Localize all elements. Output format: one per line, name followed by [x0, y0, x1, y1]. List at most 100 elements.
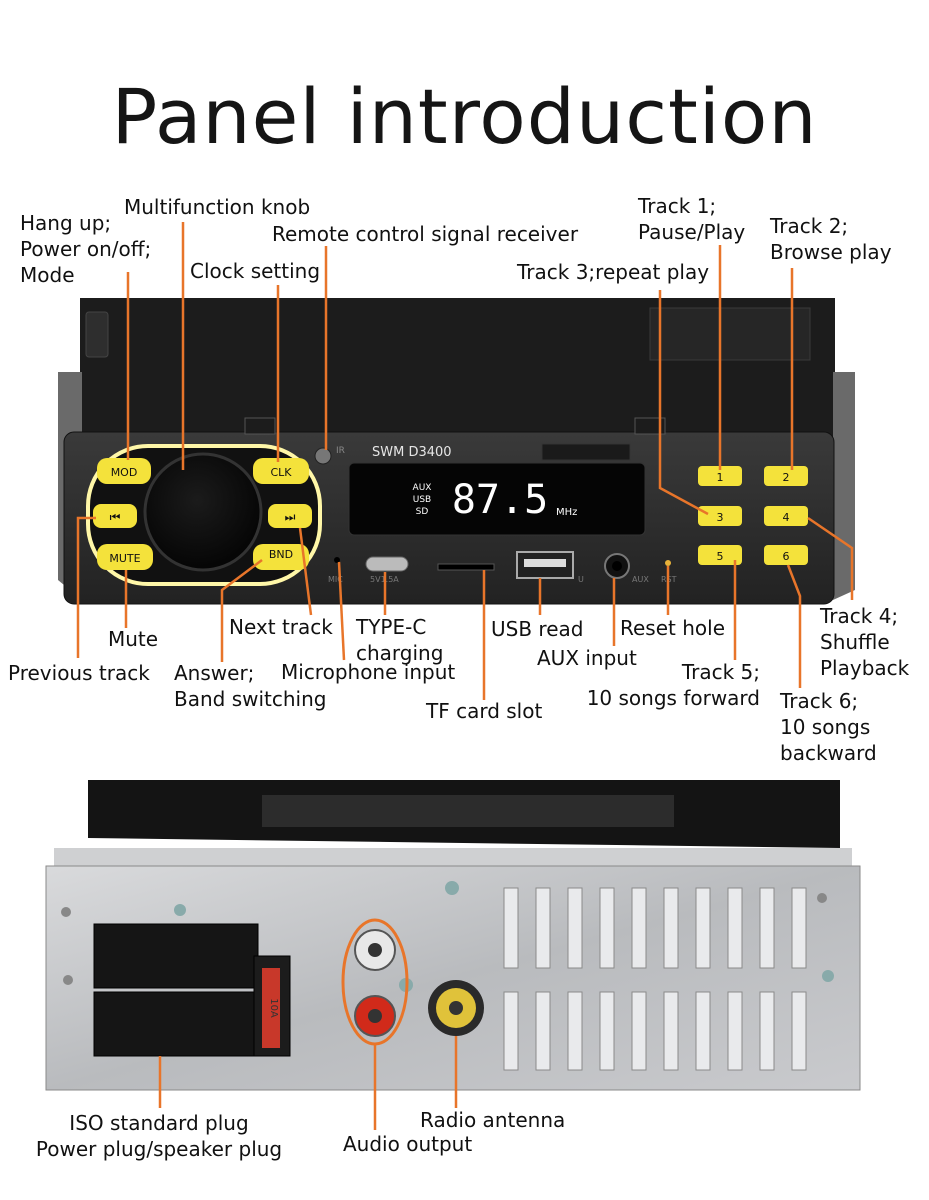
label-track2: Track 2; Browse play: [770, 214, 892, 264]
mute-button-label: MUTE: [109, 552, 140, 565]
leader-mic: [337, 561, 346, 661]
track-6-label: 6: [783, 550, 790, 563]
track-6-button[interactable]: [764, 545, 808, 565]
label-microphone: Microphone input: [281, 660, 456, 684]
leader-next: [298, 527, 313, 616]
iso-connector-bottom: [93, 991, 259, 1057]
label-track6: Track 6; 10 songs backward: [780, 689, 877, 765]
rear-screw-4: [445, 881, 459, 895]
rca-red-hole: [368, 1009, 382, 1023]
usb-port-tongue: [524, 559, 566, 567]
track-5-button[interactable]: [698, 545, 742, 565]
clk-button-label: CLK: [270, 466, 292, 479]
display-unit: MHz: [556, 507, 577, 518]
antenna-hole: [449, 1001, 463, 1015]
track-2-label: 2: [783, 471, 790, 484]
label-usb-read: USB read: [491, 617, 584, 641]
display-frequency: 87.5: [452, 477, 548, 523]
label-clock-setting: Clock setting: [190, 259, 321, 283]
mod-button[interactable]: [97, 458, 151, 484]
front-tray-slot-left: [85, 311, 109, 358]
aux-jack-hole: [612, 561, 622, 571]
bnd-button[interactable]: [253, 544, 309, 570]
label-answer: Answer; Band switching: [174, 661, 327, 711]
lcd-display: [348, 462, 646, 536]
rear-screw-3: [174, 904, 186, 916]
prev-button-icon: ⏮: [110, 510, 121, 524]
page-title: Panel introduction: [111, 72, 818, 161]
display-source-sd: SD: [416, 507, 429, 517]
leader-track4: [807, 516, 854, 600]
rear-screw-7: [817, 893, 827, 903]
typec-port[interactable]: [365, 556, 409, 572]
label-next-track: Next track: [229, 615, 333, 639]
aux-tag: AUX: [632, 575, 649, 584]
front-panel: MOD ⏮ MUTE CLK ⏭ BND IR SWM D3400 AUX US…: [58, 298, 855, 605]
track-2-button[interactable]: [764, 466, 808, 486]
next-button[interactable]: [268, 504, 312, 528]
usb-tag: U: [578, 575, 584, 584]
reset-hole[interactable]: [665, 560, 671, 566]
label-track1: Track 1; Pause/Play: [638, 194, 746, 244]
label-iso-plug: ISO standard plug Power plug/speaker plu…: [35, 1111, 283, 1161]
label-multifunction-knob: Multifunction knob: [124, 195, 311, 219]
multifunction-knob[interactable]: [143, 452, 263, 572]
ir-tag: IR: [336, 446, 345, 456]
label-aux-input: AUX input: [537, 646, 637, 670]
track-5-label: 5: [717, 550, 724, 563]
rear-top-slot: [262, 795, 674, 827]
leader-track3: [658, 290, 709, 516]
front-tray-slot-right: [649, 307, 811, 361]
fuse: [262, 968, 280, 1048]
rear-panel: 10A: [45, 780, 861, 1091]
front-face-clip-right: [634, 417, 666, 435]
mic-hole: [334, 557, 340, 563]
leader-prev: [76, 516, 96, 658]
rear-rim: [54, 848, 852, 866]
leader-track6: [786, 564, 802, 688]
front-leader-lines: [76, 222, 854, 700]
ir-receiver: [314, 447, 332, 465]
front-face-clip-left: [244, 417, 276, 435]
rear-screw-2: [63, 975, 73, 985]
tf-card-slot[interactable]: [437, 563, 495, 571]
mod-button-label: MOD: [111, 466, 138, 479]
iso-connector-top: [93, 923, 259, 989]
rear-leader-lines: [158, 1036, 458, 1130]
rear-vents: [503, 887, 807, 1071]
bnd-button-label: BND: [269, 548, 293, 561]
front-side-right: [833, 372, 855, 600]
label-tf-slot: TF card slot: [426, 699, 543, 723]
panel-slot-strip: [541, 443, 631, 461]
mic-tag: MIC: [328, 575, 343, 584]
clk-button[interactable]: [253, 458, 309, 484]
display-source-usb: USB: [413, 495, 431, 505]
label-track3: Track 3;repeat play: [517, 260, 710, 284]
prev-button[interactable]: [93, 504, 137, 528]
label-reset-hole: Reset hole: [620, 616, 725, 640]
label-hang-up: Hang up; Power on/off; Mode: [20, 211, 152, 287]
label-radio-antenna: Radio antenna: [420, 1108, 566, 1132]
label-remote-receiver: Remote control signal receiver: [272, 222, 579, 246]
track-4-button[interactable]: [764, 506, 808, 526]
leader-answer: [220, 559, 263, 662]
track-1-button[interactable]: [698, 466, 742, 486]
fuse-label: 10A: [268, 998, 279, 1018]
label-audio-output: Audio output: [343, 1132, 473, 1156]
mute-button[interactable]: [97, 544, 153, 570]
model-name: SWM D3400: [372, 445, 452, 460]
rca-white-hole: [368, 943, 382, 957]
track-3-button[interactable]: [698, 506, 742, 526]
track-1-label: 1: [717, 471, 724, 484]
label-typec: TYPE-C charging: [356, 615, 444, 665]
display-source-aux: AUX: [413, 483, 432, 493]
rear-screw-6: [822, 970, 834, 982]
label-track5: Track 5; 10 songs forward: [586, 660, 760, 710]
label-mute: Mute: [108, 627, 159, 651]
track-3-label: 3: [717, 511, 724, 524]
label-previous-track: Previous track: [8, 661, 150, 685]
rear-screw-1: [61, 907, 71, 917]
next-button-icon: ⏭: [285, 510, 296, 524]
label-track4: Track 4; Shuffle Playback: [820, 604, 910, 680]
